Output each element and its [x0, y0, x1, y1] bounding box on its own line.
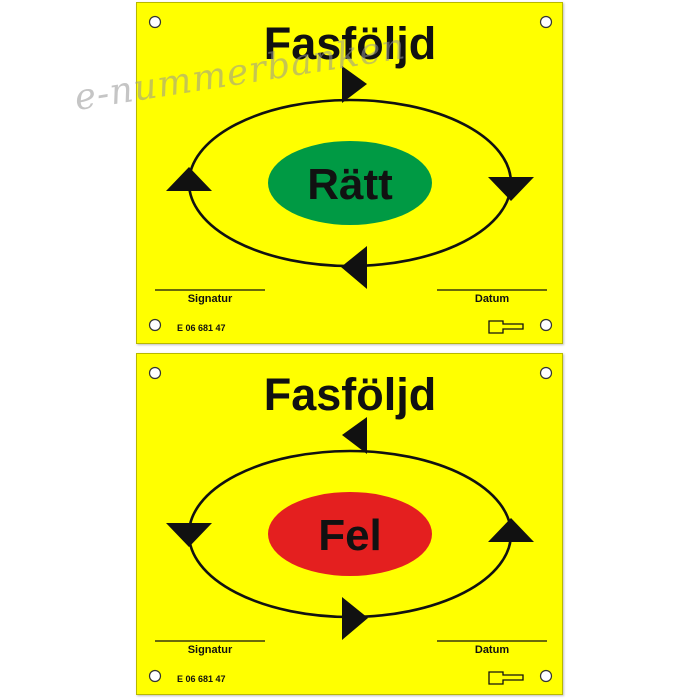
sign-wrong-graphic: Fasföljd Fel Signatur Datum E 06 681 47	[148, 366, 553, 685]
mounting-hole-icon	[539, 669, 553, 683]
direction-arrow-icon	[488, 177, 534, 201]
date-label: Datum	[475, 293, 509, 305]
signature-label: Signatur	[188, 293, 233, 305]
mounting-hole-icon	[148, 669, 162, 683]
direction-arrow-icon	[342, 597, 368, 640]
mounting-hole-icon	[539, 366, 553, 380]
tool-pointer-icon	[488, 320, 524, 334]
phase-sequence-sign-correct: Fasföljd Rätt Signatur Datum E 06 681 47	[136, 2, 563, 344]
status-label: Rätt	[307, 160, 393, 209]
date-label: Datum	[475, 644, 509, 656]
mounting-hole-icon	[148, 366, 162, 380]
direction-arrow-icon	[342, 417, 367, 454]
phase-sequence-sign-wrong: Fasföljd Fel Signatur Datum E 06 681 47	[136, 353, 563, 695]
direction-arrow-icon	[166, 523, 212, 547]
mounting-hole-icon	[539, 15, 553, 29]
status-oval	[268, 141, 432, 225]
mounting-hole-icon	[148, 318, 162, 332]
mounting-hole-icon	[148, 15, 162, 29]
product-code: E 06 681 47	[177, 323, 226, 333]
product-code: E 06 681 47	[177, 674, 226, 684]
status-label: Fel	[318, 511, 382, 560]
sign-correct-graphic: Fasföljd Rätt Signatur Datum E 06 681 47	[148, 15, 553, 334]
signature-label: Signatur	[188, 644, 233, 656]
direction-arrow-icon	[166, 167, 212, 191]
direction-arrow-icon	[488, 518, 534, 542]
direction-arrow-icon	[341, 246, 367, 289]
mounting-hole-icon	[539, 318, 553, 332]
tool-pointer-icon	[488, 671, 524, 685]
sign-title: Fasföljd	[264, 369, 437, 420]
sign-title: Fasföljd	[264, 18, 437, 69]
direction-arrow-icon	[342, 66, 367, 103]
status-oval	[268, 492, 432, 576]
